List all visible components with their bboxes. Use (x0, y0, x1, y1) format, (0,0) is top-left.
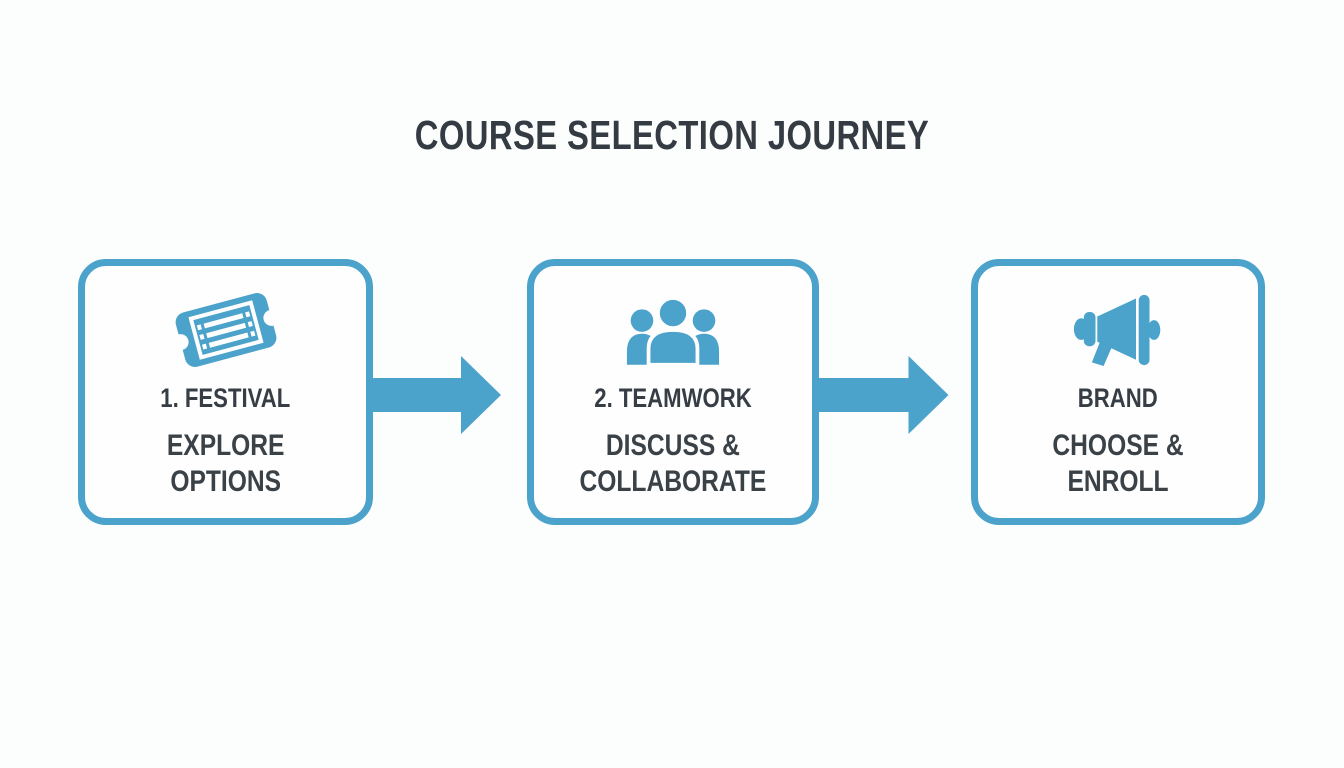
page-title: COURSE SELECTION JOURNEY (414, 112, 930, 158)
step-subtitle-line: COLLABORATE (579, 465, 767, 498)
step-card-brand: BRAND CHOOSE & ENROLL (971, 259, 1265, 525)
step-heading: 1. FESTIVAL (160, 383, 291, 413)
step-subtitle-line: ENROLL (1067, 465, 1169, 498)
megaphone-icon (1073, 294, 1163, 366)
step-subtitle: EXPLORE OPTIONS (167, 428, 285, 500)
right-arrow-icon (371, 356, 501, 434)
step-subtitle: DISCUSS & COLLABORATE (580, 428, 767, 500)
step-heading: 2. TEAMWORK (594, 383, 752, 413)
group-icon (626, 294, 720, 366)
step-subtitle-line: EXPLORE (166, 429, 285, 462)
right-arrow-icon (817, 356, 950, 434)
step-card-teamwork: 2. TEAMWORK DISCUSS & COLLABORATE (527, 259, 819, 525)
step-subtitle-line: OPTIONS (170, 465, 281, 498)
step-subtitle: CHOOSE & ENROLL (1052, 428, 1183, 500)
step-subtitle-line: DISCUSS & (606, 429, 740, 462)
step-card-festival: 1. FESTIVAL EXPLORE OPTIONS (78, 259, 373, 525)
step-subtitle-line: CHOOSE & (1052, 429, 1184, 462)
ticket-icon (167, 293, 285, 367)
step-heading: BRAND (1078, 383, 1158, 413)
